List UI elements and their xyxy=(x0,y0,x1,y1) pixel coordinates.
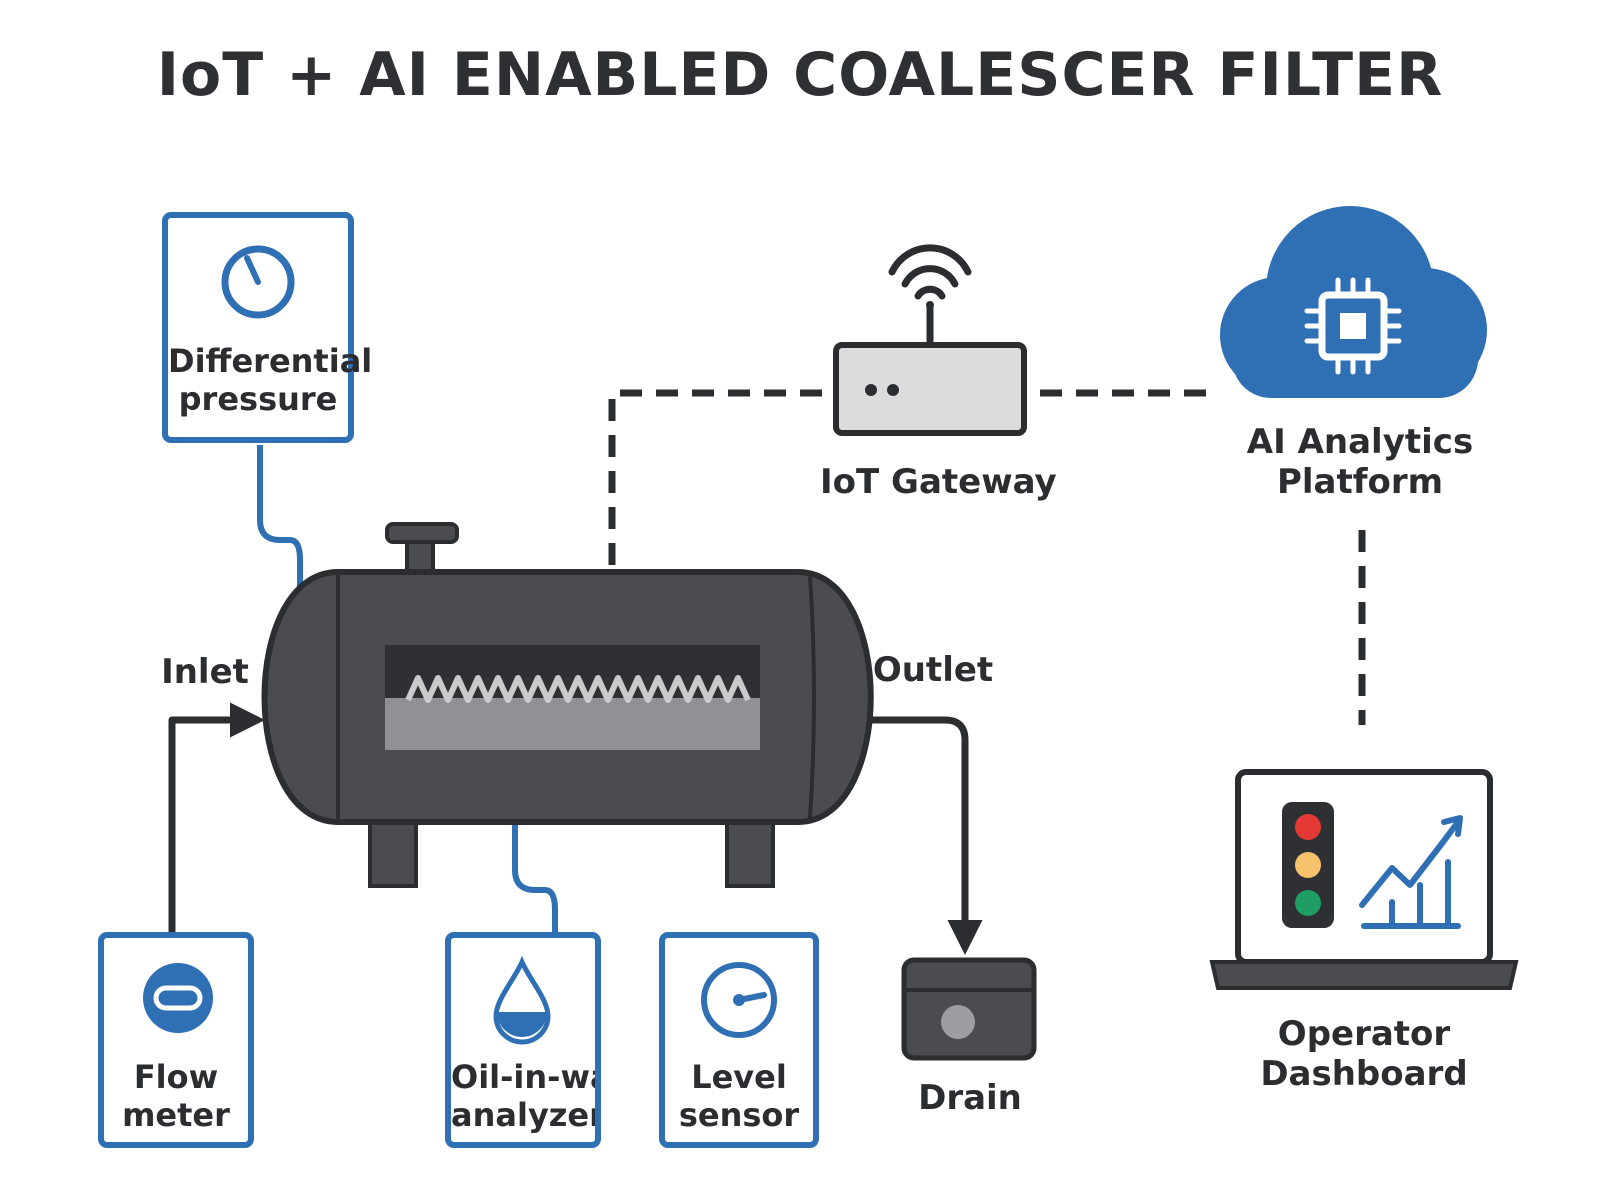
vessel-nozzle-cap xyxy=(385,522,459,544)
platform-label: AI Analytics Platform xyxy=(1240,422,1480,502)
dashboard-label-line2: Dashboard xyxy=(1260,1054,1468,1094)
diagram-title: IoT + AI ENABLED COALESCER FILTER xyxy=(156,40,1444,110)
traffic-light-amber xyxy=(1295,852,1321,878)
vessel-seam-right xyxy=(808,575,816,819)
outlet-label: Outlet xyxy=(872,650,994,690)
trend-chart-icon xyxy=(1359,815,1463,929)
wire-oil xyxy=(512,822,558,935)
level-label: Level sensor xyxy=(665,1058,813,1134)
gateway-label: IoT Gateway xyxy=(820,462,1057,502)
wifi-icon xyxy=(888,244,972,309)
dp-label-line2: pressure xyxy=(178,380,338,418)
router-icon xyxy=(833,301,1027,436)
flow-label-line2: meter xyxy=(122,1096,230,1134)
dashboard-label: Operator Dashboard xyxy=(1234,1014,1494,1094)
level-box xyxy=(659,932,819,1148)
process-lines xyxy=(168,702,983,955)
level-label-line2: sensor xyxy=(678,1096,800,1134)
flow-label: Flow meter xyxy=(104,1058,248,1134)
laptop-icon xyxy=(1209,769,1519,990)
inlet-line xyxy=(168,702,265,935)
oil-label-line1: Oil-in-wa- xyxy=(451,1058,595,1096)
inlet-label: Inlet xyxy=(161,652,249,692)
dp-box xyxy=(162,212,354,443)
coalescer-vessel xyxy=(261,522,874,888)
dp-label-line1: Differential xyxy=(168,342,373,380)
dp-label: Differential pressure xyxy=(168,342,373,418)
pressure-gauge-icon xyxy=(221,245,295,319)
oil-label-line2: analyzer xyxy=(451,1096,595,1134)
flow-box xyxy=(98,932,254,1148)
filter-media xyxy=(385,698,760,750)
level-label-line1: Level xyxy=(691,1058,787,1096)
filter-element xyxy=(405,675,751,703)
oil-label: Oil-in-wa- analyzer xyxy=(451,1058,595,1134)
drain-label: Drain xyxy=(918,1078,1022,1118)
traffic-light-green xyxy=(1295,890,1321,916)
dashboard-label-line1: Operator xyxy=(1277,1014,1451,1054)
platform-label-line1: AI Analytics xyxy=(1246,422,1474,462)
link-vessel-gateway xyxy=(608,389,822,565)
sensor-boxes xyxy=(98,212,819,1148)
traffic-light-red xyxy=(1295,814,1321,840)
flow-label-line1: Flow xyxy=(133,1058,219,1096)
level-gauge-icon xyxy=(701,962,777,1038)
flow-meter-icon xyxy=(143,963,213,1033)
droplet-icon xyxy=(493,955,551,1045)
outlet-line xyxy=(860,716,983,955)
platform-label-line2: Platform xyxy=(1276,462,1444,502)
data-links xyxy=(608,389,1366,725)
drain-box-icon xyxy=(901,957,1037,1061)
wire-dp xyxy=(257,445,303,660)
cloud-chip-icon xyxy=(1220,206,1487,398)
sensor-wires xyxy=(257,445,558,935)
